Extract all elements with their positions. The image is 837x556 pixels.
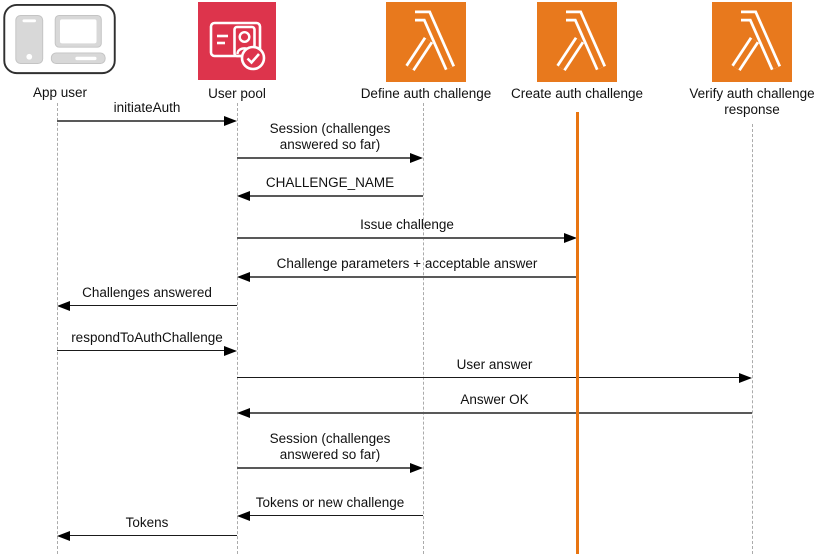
lifeline-user-pool <box>236 103 238 554</box>
message-label-challenge-name: CHALLENGE_NAME <box>265 175 395 190</box>
message-arrow-challenges-answered <box>67 305 237 307</box>
arrowhead-challenge-parameters-acceptable-answer <box>237 272 250 282</box>
arrowhead-session-challenges <box>410 463 423 473</box>
message-label-respondtoauthchallenge: respondToAuthChallenge <box>71 330 223 345</box>
message-label-challenge-parameters-acceptable-answer: Challenge parameters + acceptable answer <box>276 256 538 271</box>
arrowhead-answer-ok <box>237 408 250 418</box>
message-arrow-answer-ok <box>247 412 752 414</box>
message-arrow-session-challenges <box>237 467 413 469</box>
lambda-icon <box>537 2 617 82</box>
lambda-icon <box>386 2 466 82</box>
message-arrow-respondtoauthchallenge <box>57 350 227 352</box>
message-label-issue-challenge: Issue challenge <box>360 217 454 232</box>
actor-label-create-auth-challenge: Create auth challenge <box>510 86 644 101</box>
actor-label-define-auth-challenge: Define auth challenge <box>360 86 492 101</box>
actor-label-verify-auth-challenge: Verify auth challenge response <box>689 86 815 117</box>
message-label-tokens-or-new-challenge: Tokens or new challenge <box>255 495 405 510</box>
arrowhead-challenges-answered <box>57 301 70 311</box>
arrowhead-session-challenges <box>410 153 423 163</box>
message-label-user-answer: User answer <box>456 357 533 372</box>
message-arrow-tokens-or-new-challenge <box>247 515 423 517</box>
message-arrow-challenge-parameters-acceptable-answer <box>247 276 577 278</box>
arrowhead-challenge-name <box>237 191 250 201</box>
arrowhead-respondtoauthchallenge <box>224 346 237 356</box>
message-arrow-tokens <box>67 535 237 537</box>
message-label-answer-ok: Answer OK <box>460 392 529 407</box>
lifeline-app-user <box>56 103 58 554</box>
app-devices-icon <box>3 3 116 75</box>
user-pool-icon <box>198 2 276 80</box>
message-arrow-initiateauth <box>57 120 227 122</box>
lifeline-define <box>422 103 424 554</box>
message-label-tokens: Tokens <box>125 515 169 530</box>
lambda-icon <box>712 2 792 82</box>
arrowhead-issue-challenge <box>564 233 577 243</box>
message-arrow-challenge-name <box>247 195 423 197</box>
message-arrow-session-challenges <box>237 157 413 159</box>
arrowhead-initiateauth <box>224 116 237 126</box>
message-label-challenges-answered: Challenges answered <box>82 285 212 300</box>
actor-label-app-user: App user <box>32 85 88 100</box>
message-label-initiateauth: initiateAuth <box>113 100 181 115</box>
actor-label-user-pool: User pool <box>208 86 266 101</box>
message-arrow-issue-challenge <box>237 237 567 239</box>
lifeline-create <box>575 112 579 554</box>
arrowhead-user-answer <box>739 373 752 383</box>
arrowhead-tokens-or-new-challenge <box>237 511 250 521</box>
message-arrow-user-answer <box>237 377 742 379</box>
arrowhead-tokens <box>57 531 70 541</box>
lifeline-verify <box>751 124 753 554</box>
